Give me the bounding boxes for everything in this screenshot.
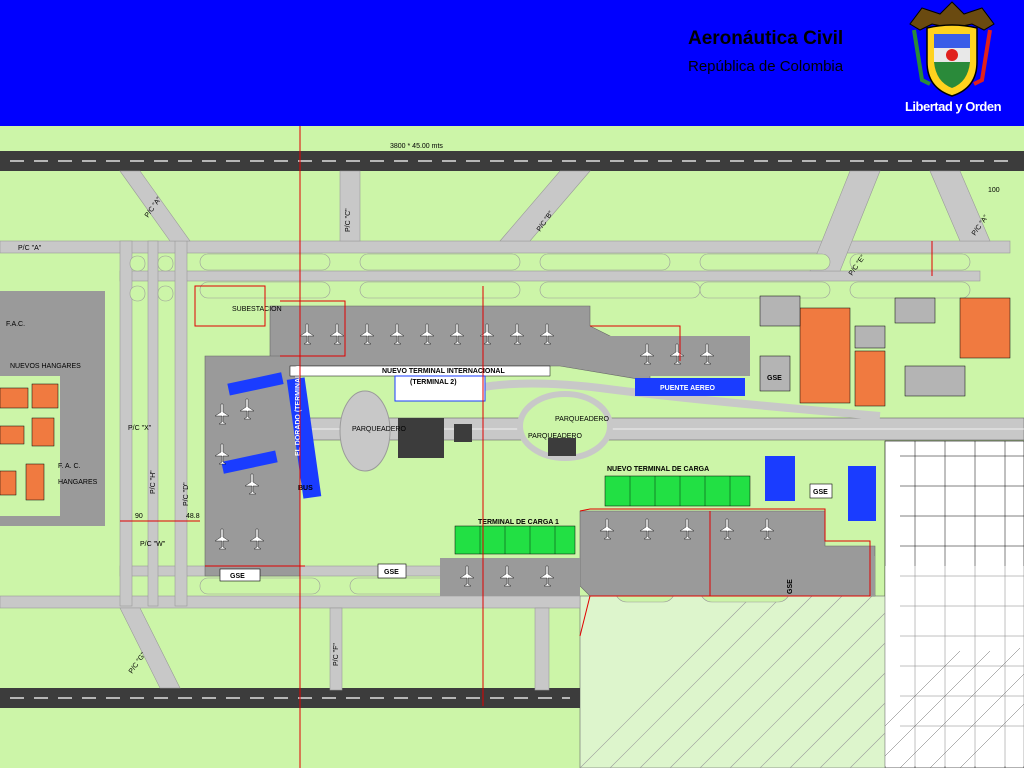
terminal-2-core	[394, 375, 486, 402]
hatch-lines	[579, 595, 886, 768]
taxiway-w-label: P/C "W"	[140, 541, 166, 548]
cargo-1-dividers	[479, 526, 556, 554]
terminal-1-pier-north	[227, 372, 284, 396]
nuevos-hangares-label: NUEVOS HANGARES	[10, 363, 81, 370]
terminal-carga-1-building	[454, 525, 576, 555]
boundary-lines	[120, 126, 933, 768]
taxiway-h-label: P/C "H"	[150, 470, 157, 494]
taxiway-c-label: P/C "C"	[345, 208, 352, 232]
gse-box-cargo	[809, 483, 833, 499]
service-buildings-orange	[799, 297, 1011, 407]
parqueadero-label-1: PARQUEADERO	[352, 426, 406, 433]
gse-box-terminal-1	[219, 568, 261, 582]
gse-label-service: GSE	[767, 375, 782, 382]
parqueadero-label-2: PARQUEADERO	[555, 416, 609, 423]
aircraft-stands	[214, 323, 775, 587]
fac-bottom-label: F. A. C.	[58, 463, 81, 470]
distance-marker-90: 90	[135, 513, 143, 520]
motto-banner: Libertad y Orden	[904, 99, 1002, 114]
gse-label-terminal-1: GSE	[230, 573, 245, 580]
taxiway-d-label: P/C "D"	[183, 482, 190, 506]
bus-label: BUS	[298, 485, 313, 492]
nuevo-terminal-carga-label: NUEVO TERMINAL DE CARGA	[607, 466, 709, 473]
hangares-label: HANGARES	[58, 479, 98, 486]
gse-label-remote: GSE	[787, 579, 794, 594]
terminal-2-label: (TERMINAL 2)	[410, 379, 457, 386]
taxiway-f-label: P/C "F"	[333, 643, 340, 666]
south-runway	[0, 688, 580, 708]
nuevo-terminal-int-label: NUEVO TERMINAL INTERNACIONAL	[382, 368, 505, 375]
gse-label-cargo: GSE	[813, 489, 828, 496]
parking-lots	[398, 418, 576, 458]
urban-hatch-zone	[885, 566, 1024, 766]
taxiway-network	[0, 170, 1011, 691]
hatched-reserve-zone	[579, 595, 886, 768]
urban-hatch-lines	[884, 647, 1024, 768]
runway-length-label: 3800 * 45.00 mts	[390, 143, 443, 150]
cargo-blue-building	[848, 466, 876, 521]
org-name: Aeronáutica Civil	[688, 28, 844, 49]
north-runway	[0, 151, 1024, 171]
airport-layout-map: 3800 * 45.00 mts	[0, 126, 1024, 768]
parqueadero-label-3: PARQUEADERO	[528, 433, 582, 440]
puente-aereo-label: PUENTE AEREO	[660, 385, 716, 392]
terminal-1-pier-south	[221, 450, 278, 474]
taxiway-a-top-label: P/C "A"	[18, 245, 42, 252]
nuevo-terminal-carga-building	[604, 475, 751, 507]
taxiway-x-label: P/C "X"	[128, 425, 152, 432]
terminal-loop-road	[448, 379, 881, 420]
puente-aereo-building	[635, 378, 745, 396]
fac-top-label: F.A.C.	[6, 321, 25, 328]
header-banner: Aeronáutica Civil República de Colombia …	[0, 0, 1024, 126]
subestacion-label: SUBESTACION	[232, 306, 282, 313]
gse-box-center	[377, 563, 407, 579]
hangar-buildings	[0, 383, 59, 501]
el-dorado-label: EL DORADO (TERMINAL 1)	[295, 366, 302, 456]
distance-marker-48: 48.8	[186, 513, 200, 520]
terminal-carga-1-label: TERMINAL DE CARGA 1	[478, 519, 559, 526]
parking-ring-road	[517, 391, 613, 461]
cargo-remote-apron	[780, 556, 875, 596]
runway-marker-100: 100	[988, 187, 1000, 194]
cargo-blue-annex	[765, 456, 795, 501]
terminal-1-parking	[339, 390, 391, 472]
el-dorado-terminal-building	[286, 377, 322, 499]
org-subtitle: República de Colombia	[688, 58, 844, 75]
cargo-building-dividers	[629, 476, 731, 506]
coat-of-arms-icon	[909, 1, 995, 97]
gse-label-center: GSE	[384, 569, 399, 576]
service-buildings-grey	[759, 295, 966, 397]
